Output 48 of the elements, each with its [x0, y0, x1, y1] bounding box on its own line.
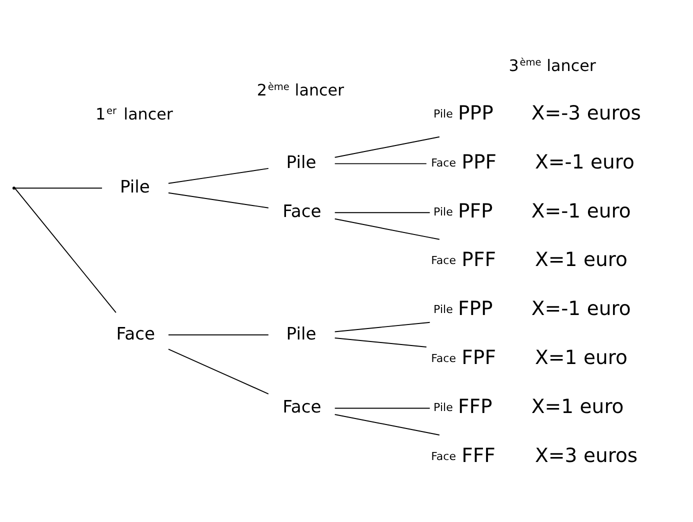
connector [168, 334, 269, 335]
connector [334, 136, 440, 158]
node-label: FPP [458, 296, 493, 320]
node-text: Face [282, 397, 322, 418]
node-point [12, 186, 16, 190]
node-text: Pile [286, 152, 316, 173]
node-text: Face [282, 202, 322, 222]
node-text: Face [431, 449, 456, 462]
node-text: Pile [120, 177, 150, 198]
connector [334, 218, 440, 240]
connector [168, 192, 269, 208]
connector [334, 162, 427, 164]
node-text: Pile [286, 324, 316, 344]
node-label: X=1 euro [531, 394, 624, 418]
node-text: Pile [434, 302, 453, 316]
connector [14, 187, 116, 313]
node-label: X=-1 euro [531, 296, 631, 320]
node-text: Face [116, 324, 156, 344]
node-label: X=-3 euros [531, 100, 642, 124]
label: 2$^{ème}$ lancer [256, 80, 344, 99]
node-label: PPP [458, 100, 494, 124]
node-label: X=-1 euro [531, 198, 631, 222]
node-text: Face [431, 351, 456, 364]
node-label: FPF [462, 345, 496, 368]
node-label: FFP [458, 394, 492, 418]
label: 1$^{er}$ lancer [96, 104, 173, 124]
node-label: X=-1 euro [535, 150, 634, 173]
node-label: PFF [462, 248, 496, 271]
node-label: PFP [458, 198, 493, 222]
label: 3$^{ème}$ lancer [508, 55, 596, 74]
node-label: PPF [462, 150, 497, 173]
connector [334, 212, 430, 213]
node-text: Face [431, 156, 456, 169]
connector [334, 407, 430, 408]
connector [334, 321, 430, 332]
node-label: X=1 euro [535, 248, 628, 271]
node-text: Pile [434, 400, 453, 414]
connector [334, 414, 440, 435]
connector [14, 187, 103, 188]
node-text: Face [431, 254, 456, 267]
connector [334, 337, 427, 347]
node-label: X=1 euro [535, 345, 628, 368]
connector [168, 167, 269, 184]
node-text: Pile [434, 106, 453, 120]
connector [168, 348, 269, 394]
node-text: Pile [434, 204, 453, 218]
node-label: X=3 euros [535, 443, 638, 466]
node-label: FFF [462, 443, 496, 466]
